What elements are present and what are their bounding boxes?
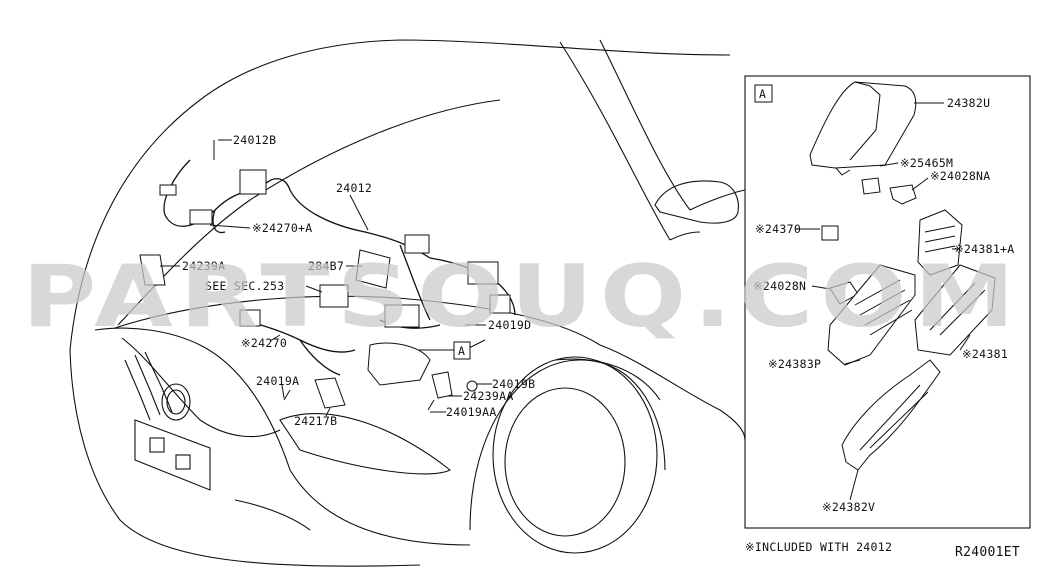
engine-room-harness — [139, 140, 516, 411]
label-24012b: 24012B — [233, 133, 276, 147]
inset-labels: 24382U ※25465M ※24028NA ※24370 ※24381+A … — [753, 96, 1015, 514]
inset-a-panel: A — [744, 75, 1031, 529]
label-24028na: ※24028NA — [930, 169, 991, 183]
label-24270: ※24270 — [241, 336, 287, 350]
label-24383p: ※24383P — [768, 357, 821, 371]
label-24370: ※24370 — [755, 222, 801, 236]
callout-a-label: A — [458, 344, 465, 358]
label-24270a: ※24270+A — [252, 221, 313, 235]
label-24028n: ※24028N — [753, 279, 806, 293]
main-labels: 24012B 24012 ※24270+A 24239A 284B7 SEE S… — [182, 133, 535, 428]
label-24381a: ※24381+A — [954, 242, 1015, 256]
car-body-outline — [69, 39, 746, 567]
label-24239aa: 24239AA — [463, 389, 514, 403]
label-24012: 24012 — [336, 181, 372, 195]
footnote-included-with: ※INCLUDED WITH 24012 — [745, 540, 892, 554]
label-24381: ※24381 — [962, 347, 1008, 361]
footer: ※INCLUDED WITH 24012 R24001ET — [745, 540, 1020, 560]
drawing-id: R24001ET — [955, 545, 1020, 560]
callout-a: A — [453, 341, 471, 360]
label-24382u: 24382U — [947, 96, 990, 110]
label-24019b: 24019B — [492, 377, 535, 391]
label-24239a: 24239A — [182, 259, 225, 273]
label-24382v: ※24382V — [822, 500, 875, 514]
label-24217b: 24217B — [294, 414, 337, 428]
label-25465m: ※25465M — [900, 156, 953, 170]
watermark-text: PARTSOUQ.COM — [22, 247, 1022, 347]
label-24019a: 24019A — [256, 374, 299, 388]
label-24019d: 24019D — [488, 318, 531, 332]
inset-a-label: A — [759, 87, 766, 101]
label-24019aa: 24019AA — [446, 405, 497, 419]
label-284b7: 284B7 — [308, 259, 344, 273]
label-see-sec-253: SEE SEC.253 — [205, 279, 284, 293]
